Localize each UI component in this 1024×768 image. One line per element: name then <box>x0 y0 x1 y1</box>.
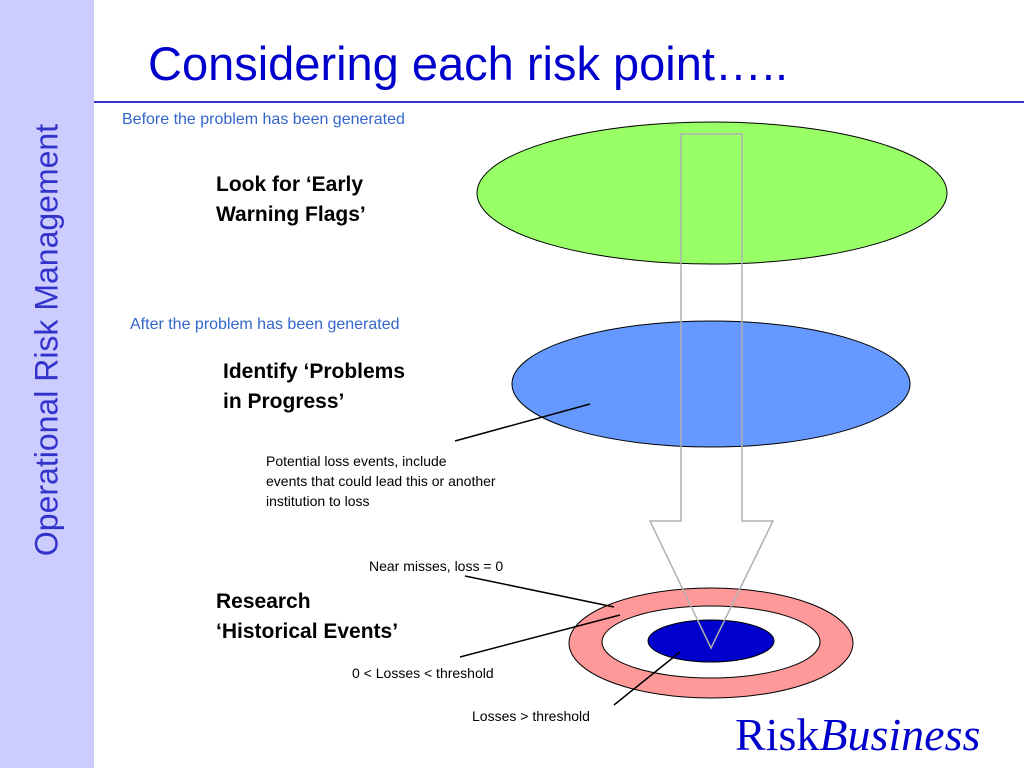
early-warning-line-1: Look for ‘Early <box>216 173 364 196</box>
problems-in-progress-ellipse <box>511 320 911 448</box>
sidebar: Operational Risk Management <box>0 0 94 768</box>
below-threshold-label: 0 < Losses < threshold <box>352 665 494 681</box>
title-divider <box>94 101 1024 103</box>
historical-events-label: Research ‘Historical Events’ <box>216 587 398 647</box>
potential-loss-note: Potential loss events, include events th… <box>266 451 496 511</box>
problems-in-progress-label: Identify ‘Problems in Progress’ <box>223 357 405 417</box>
early-warning-ellipse <box>476 121 948 265</box>
potential-loss-line-2: events that could lead this or another <box>266 473 496 489</box>
slide-title: Considering each risk point….. <box>148 37 789 90</box>
logo-risk: Risk <box>735 709 820 760</box>
pointer-line-near-misses <box>464 575 615 608</box>
downward-arrow <box>648 133 775 650</box>
above-threshold-label: Losses > threshold <box>472 708 590 724</box>
problems-line-2: in Progress’ <box>223 390 345 413</box>
early-warning-line-2: Warning Flags’ <box>216 203 366 226</box>
historical-line-2: ‘Historical Events’ <box>216 620 399 643</box>
early-warning-label: Look for ‘Early Warning Flags’ <box>216 170 366 230</box>
potential-loss-line-1: Potential loss events, include <box>266 453 447 469</box>
inner-core <box>647 619 775 663</box>
pointer-line-below-threshold <box>459 614 621 658</box>
pointer-line-progress <box>454 403 591 442</box>
pointer-line-above-threshold <box>613 651 681 706</box>
riskbusiness-logo: RiskBusiness <box>735 708 980 761</box>
before-caption: Before the problem has been generated <box>122 111 405 128</box>
logo-business: Business <box>819 709 981 760</box>
potential-loss-line-3: institution to loss <box>266 493 370 509</box>
historical-line-1: Research <box>216 590 311 613</box>
after-caption: After the problem has been generated <box>130 316 400 333</box>
problems-line-1: Identify ‘Problems <box>223 360 406 383</box>
near-misses-label: Near misses, loss = 0 <box>369 558 504 574</box>
